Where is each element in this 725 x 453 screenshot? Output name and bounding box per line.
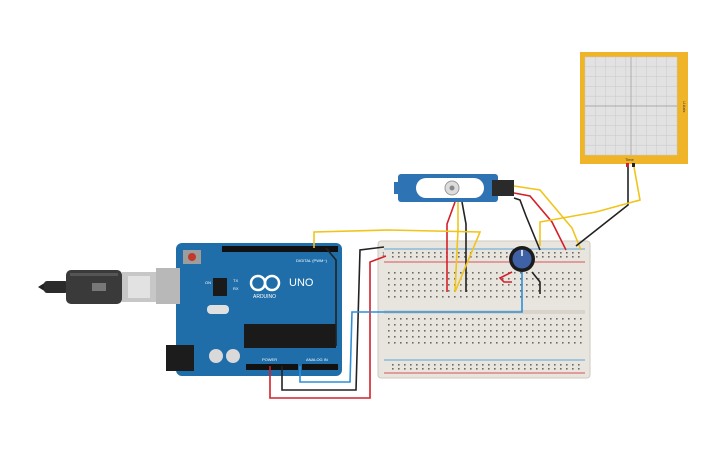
crystal	[207, 305, 229, 314]
servo-signal-wire[interactable]	[513, 185, 582, 251]
servo-connector	[492, 180, 514, 196]
brand-label: ARDUINO	[253, 294, 276, 300]
atmega-chip	[244, 324, 336, 348]
tx-label: TX	[233, 278, 238, 283]
plotter-x-label: Time	[625, 157, 635, 162]
digital-header-right	[296, 246, 338, 252]
plotter-signal-wire[interactable]	[539, 166, 641, 246]
analog-label: ANALOG IN	[306, 357, 328, 362]
arduino-logo	[249, 274, 281, 292]
power-label: POWER	[262, 357, 277, 362]
model-label: UNO	[289, 277, 314, 289]
servo-power-wire[interactable]	[513, 192, 567, 251]
serial-plotter[interactable]: Time U Axis	[580, 52, 688, 167]
usb-cable[interactable]	[38, 270, 156, 304]
breadboard[interactable]: 1	[377, 240, 591, 379]
on-label: ON	[205, 280, 211, 285]
plotter-y-label: U Axis	[682, 101, 687, 112]
power-jack	[166, 345, 194, 371]
capacitor-2	[226, 349, 240, 363]
row-label: 1	[382, 252, 385, 258]
digital-header-left	[222, 246, 300, 252]
usb-b-port	[156, 268, 180, 304]
power-header	[246, 364, 298, 370]
servo-motor[interactable]	[394, 174, 514, 202]
wires	[269, 166, 641, 399]
5v-wire[interactable]	[269, 255, 387, 399]
rx-label: RX	[233, 286, 239, 291]
servo-ground-wire[interactable]	[513, 197, 541, 251]
analog-wire[interactable]	[299, 272, 523, 383]
capacitor-1	[209, 349, 223, 363]
gnd-wire[interactable]	[281, 246, 385, 391]
digital-label: DIGITAL (PWM~)	[296, 258, 328, 263]
usb-chip	[213, 278, 227, 296]
plotter-ground-wire[interactable]	[575, 167, 629, 247]
analog-header	[302, 364, 338, 370]
pot-ground-wire[interactable]	[531, 271, 541, 294]
potentiometer[interactable]	[509, 246, 535, 272]
arduino-uno-board[interactable]: ARDUINO UNO DIGITAL (PWM~) POWER ANALOG …	[156, 243, 342, 376]
arduino-signal-wire[interactable]	[313, 229, 482, 293]
pot-power-wire[interactable]	[498, 271, 513, 283]
